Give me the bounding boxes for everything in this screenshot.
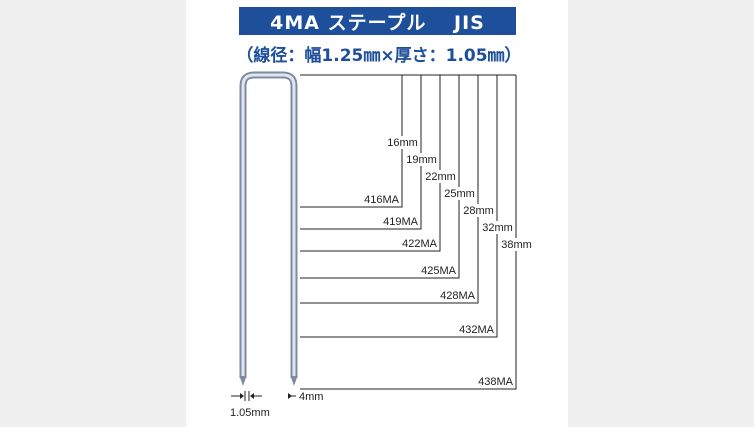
right-margin xyxy=(568,0,754,427)
length-label-438ma: 38mm xyxy=(501,239,532,251)
dimension-lines xyxy=(300,74,517,390)
thickness-label: 1.05mm xyxy=(230,407,270,419)
length-label-backing xyxy=(405,153,437,166)
length-label-backing xyxy=(386,136,418,149)
width-label: 4mm xyxy=(299,391,323,403)
length-label-428ma: 28mm xyxy=(463,205,494,217)
model-label-419ma: 419MA xyxy=(383,216,419,228)
length-label-backing xyxy=(481,221,513,234)
length-label-425ma: 25mm xyxy=(444,188,475,200)
length-label-419ma: 19mm xyxy=(406,154,437,166)
model-label-416ma: 416MA xyxy=(364,194,400,206)
leader-line-422ma xyxy=(300,75,441,252)
leader-line-425ma xyxy=(300,75,460,279)
model-label-425ma: 425MA xyxy=(421,265,457,277)
length-label-422ma: 22mm xyxy=(425,171,456,183)
length-label-432ma: 32mm xyxy=(482,222,513,234)
model-label-432ma: 432MA xyxy=(459,324,495,336)
length-label-backing xyxy=(443,187,475,200)
staple-highlight xyxy=(241,73,296,378)
diagram-panel xyxy=(186,0,568,427)
width-dimension xyxy=(231,391,296,401)
leader-line-419ma xyxy=(300,75,422,230)
length-label-416ma: 16mm xyxy=(387,137,418,149)
staple-illustration xyxy=(239,71,298,386)
model-label-428ma: 428MA xyxy=(440,290,476,302)
leader-line-438ma xyxy=(300,75,517,390)
length-label-backing xyxy=(462,204,494,217)
length-label-backing xyxy=(500,238,532,251)
leader-line-428ma xyxy=(300,75,479,304)
model-label-438ma: 438MA xyxy=(478,376,514,388)
length-label-backing xyxy=(424,170,456,183)
leader-line-416ma xyxy=(300,75,403,208)
model-label-422ma: 422MA xyxy=(402,238,438,250)
dimension-labels: 416MA 16mm 419MA 19mm 422MA 22mm 425MA 25mm 428M… xyxy=(364,136,532,388)
staple-outline xyxy=(239,71,298,378)
staple-left-tip xyxy=(239,376,247,386)
wire-spec-caption: （線径：幅1.25㎜×厚さ：1.05㎜） xyxy=(236,45,522,66)
staple-right-tip xyxy=(290,376,298,386)
title-banner: 4MA ステープル JIS xyxy=(239,7,516,35)
leader-line-432ma xyxy=(300,75,498,338)
left-margin xyxy=(0,0,186,427)
